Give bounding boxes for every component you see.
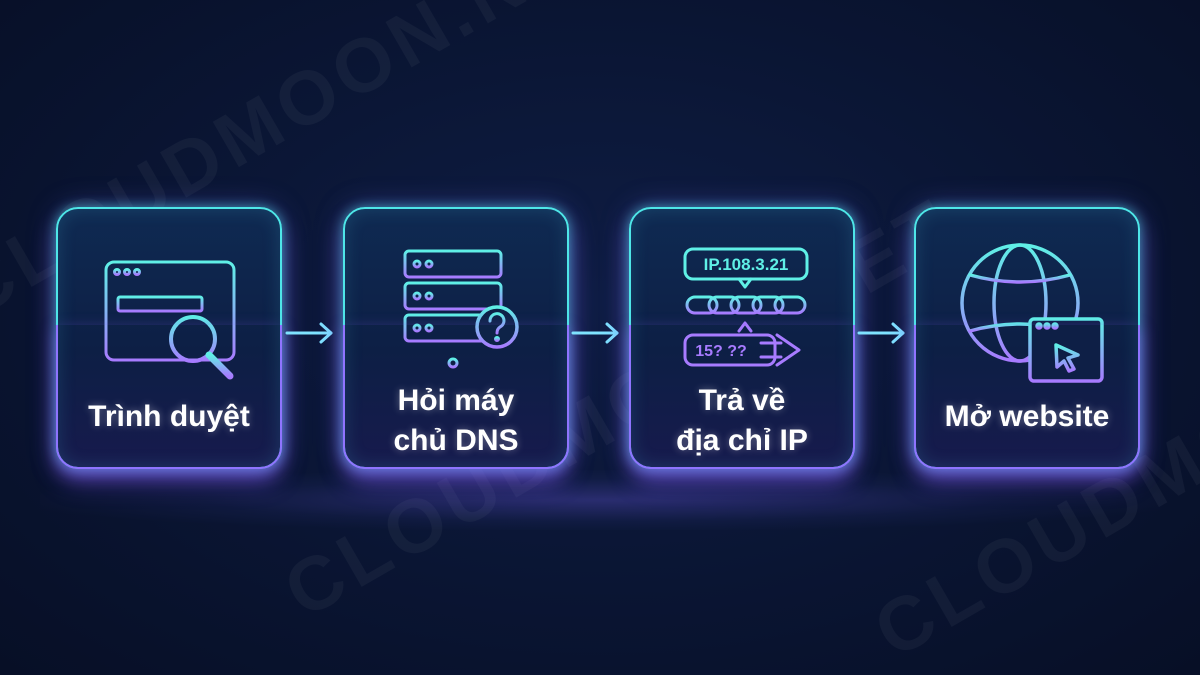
browser-search-icon	[104, 260, 236, 380]
arrow-right-icon	[857, 322, 905, 344]
step-card-dns: Hỏi máy chủ DNS	[343, 207, 569, 469]
dns-server-question-icon	[403, 249, 519, 369]
unknown-ip-text: 15? ??	[695, 343, 747, 360]
step-label-line1: Hỏi máy	[397, 384, 515, 417]
ip-address-text: IP.108.3.21	[704, 255, 789, 274]
step-card-browser: Trình duyệt	[56, 207, 282, 469]
step-card-website: Mở website	[914, 207, 1140, 469]
globe-website-icon	[960, 243, 1104, 383]
step-label-line1: Trả về	[698, 384, 786, 417]
step-label-line2: chủ DNS	[393, 424, 519, 457]
step-label-line2: địa chỉ IP	[676, 424, 808, 457]
ip-chain-icon: IP.108.3.21 15? ??	[683, 247, 809, 367]
step-label: Mở website	[944, 400, 1110, 433]
step-label: Trình duyệt	[88, 400, 250, 433]
step-card-ip: IP.108.3.21 15? ?? Trả về địa chỉ IP	[629, 207, 855, 469]
arrow-right-icon	[285, 322, 333, 344]
floor-glow	[40, 470, 1160, 530]
arrow-right-icon	[571, 322, 619, 344]
